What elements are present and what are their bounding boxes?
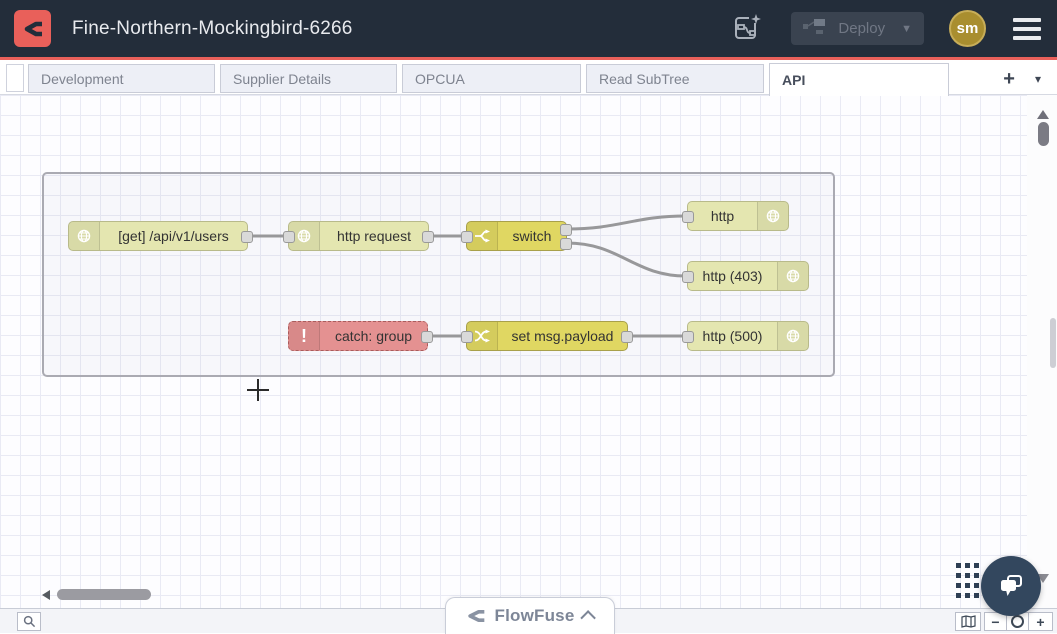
tab-label: Supplier Details — [233, 70, 332, 87]
change-icon — [467, 322, 498, 350]
instance-title: Fine-Northern-Mockingbird-6266 — [72, 17, 353, 39]
hscroll-left-arrow-icon[interactable] — [42, 590, 50, 600]
hamburger-menu-icon[interactable] — [1011, 14, 1043, 44]
globe-icon — [69, 222, 100, 250]
tab-label: Development — [41, 70, 124, 87]
chat-drag-handle[interactable] — [956, 563, 979, 598]
output-port[interactable] — [422, 231, 434, 243]
chat-icon — [1001, 575, 1022, 596]
vscroll-up-arrow-icon[interactable] — [1037, 110, 1049, 119]
node-label: switch — [512, 228, 552, 244]
search-icon — [23, 615, 35, 628]
tab-development[interactable]: Development — [28, 64, 215, 93]
output-port-1[interactable] — [560, 224, 572, 236]
node-http-request[interactable]: http request — [283, 221, 434, 251]
map-icon — [960, 615, 976, 628]
node-http-response-500[interactable]: http (500) — [682, 321, 809, 351]
flowfuse-logo-icon[interactable] — [14, 10, 51, 47]
ai-assistant-icon[interactable] — [728, 10, 766, 48]
deploy-button[interactable]: Deploy ▼ — [791, 12, 924, 45]
node-http-in[interactable]: [get] /api/v1/users — [68, 221, 253, 251]
node-http-response-403[interactable]: http (403) — [682, 261, 809, 291]
tab-supplier-details[interactable]: Supplier Details — [220, 64, 397, 93]
node-http-response[interactable]: http — [682, 201, 789, 231]
switch-icon — [467, 222, 498, 250]
user-avatar[interactable]: sm — [949, 10, 986, 47]
globe-icon — [777, 322, 808, 350]
output-port[interactable] — [241, 231, 253, 243]
vscroll-thumb[interactable] — [1038, 122, 1049, 146]
flowfuse-brand-label: FlowFuse — [494, 606, 575, 625]
chevron-up-icon — [579, 609, 596, 626]
input-port[interactable] — [283, 231, 295, 243]
node-label: catch: group — [334, 328, 413, 344]
flowfuse-footer-toggle[interactable]: FlowFuse — [445, 597, 615, 634]
globe-icon — [777, 262, 808, 290]
node-label: http (403) — [702, 268, 763, 284]
node-switch[interactable]: switch — [461, 221, 572, 251]
input-port[interactable] — [682, 271, 694, 283]
tab-api-active[interactable]: API — [769, 63, 949, 96]
tab-scroll-button[interactable] — [6, 64, 24, 92]
zoom-in-button[interactable]: + — [1028, 612, 1053, 631]
zoom-reset-icon — [1011, 615, 1024, 628]
flow-canvas[interactable]: [get] /api/v1/users http request switch — [0, 95, 1027, 608]
input-port[interactable] — [461, 331, 473, 343]
deploy-icon — [803, 17, 827, 40]
deploy-caret-icon[interactable]: ▼ — [901, 22, 912, 35]
tab-label: OPCUA — [415, 70, 465, 87]
node-label: http (500) — [702, 328, 763, 344]
output-port[interactable] — [421, 331, 433, 343]
input-port[interactable] — [461, 231, 473, 243]
hscroll-thumb[interactable] — [57, 589, 151, 600]
node-catch[interactable]: ! catch: group — [288, 321, 433, 351]
browser-scrollbar-thumb[interactable] — [1050, 318, 1056, 368]
navigator-toggle-button[interactable] — [955, 612, 981, 631]
vscroll-down-arrow-icon[interactable] — [1037, 574, 1049, 583]
chat-widget-button[interactable] — [981, 556, 1041, 616]
exclamation-icon: ! — [289, 322, 320, 350]
globe-icon — [757, 202, 788, 230]
tab-read-subtree[interactable]: Read SubTree — [586, 64, 764, 93]
cursor-crosshair — [257, 379, 259, 401]
input-port[interactable] — [682, 211, 694, 223]
flowfuse-gray-logo-icon — [467, 610, 484, 622]
tab-list-dropdown-icon[interactable]: ▾ — [1034, 72, 1041, 86]
input-port[interactable] — [682, 331, 694, 343]
workspace-tabbar: Development Supplier Details OPCUA Read … — [0, 63, 1057, 96]
deploy-button-label: Deploy — [838, 20, 886, 37]
node-change[interactable]: set msg.payload — [461, 321, 633, 351]
node-label: http request — [337, 228, 411, 244]
avatar-initials: sm — [956, 20, 979, 37]
tab-label: API — [782, 72, 806, 88]
tab-opcua[interactable]: OPCUA — [402, 64, 581, 93]
header: Fine-Northern-Mockingbird-6266 Deploy — [0, 0, 1057, 60]
node-label: [get] /api/v1/users — [118, 228, 229, 244]
tab-label: Read SubTree — [599, 70, 690, 87]
node-label: http — [710, 208, 735, 224]
output-port-2[interactable] — [560, 238, 572, 250]
add-tab-button[interactable]: + — [1003, 68, 1015, 90]
search-button[interactable] — [17, 612, 41, 631]
node-label: set msg.payload — [511, 328, 614, 344]
output-port[interactable] — [621, 331, 633, 343]
